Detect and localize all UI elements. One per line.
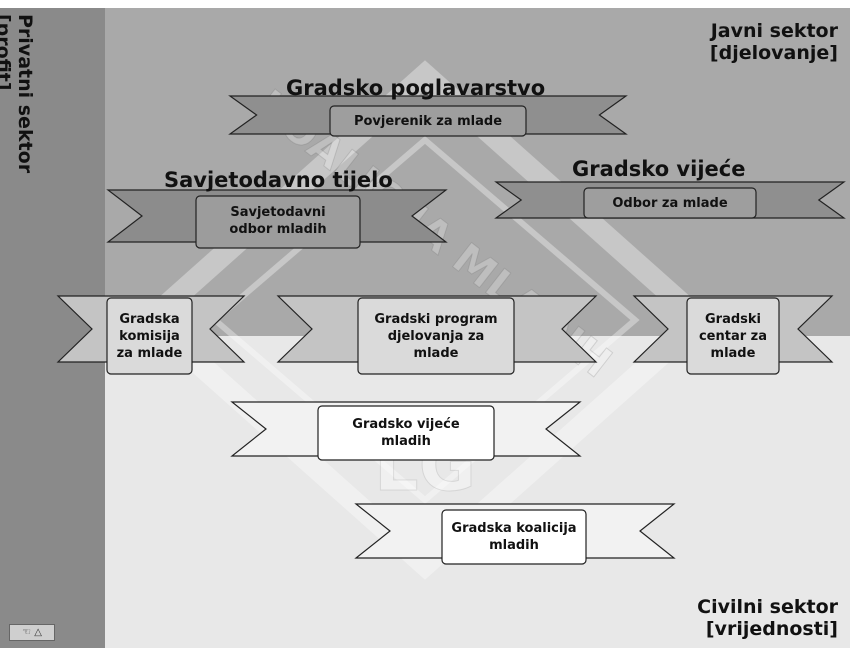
city-youth-center-label: Gradski centar za mlade bbox=[698, 311, 768, 361]
youth-advisory-board-ribbon bbox=[106, 189, 448, 249]
triangle-up-icon[interactable]: △ bbox=[34, 627, 42, 638]
city-youth-programme-ribbon bbox=[276, 295, 598, 375]
scroll-widget[interactable]: ☜ △ bbox=[9, 624, 55, 641]
advisory-body-heading: Savjetodavno tijelo bbox=[164, 168, 393, 192]
private-sector-label: Privatni sektor [profit] bbox=[0, 14, 36, 174]
civil-sector-label: Civilni sektor [vrijednosti] bbox=[697, 596, 838, 640]
public-sector-band bbox=[105, 8, 850, 336]
youth-commissioner-label: Povjerenik za mlade bbox=[353, 113, 503, 129]
youth-advisory-board-label: Savjetodavni odbor mladih bbox=[229, 205, 327, 237]
public-sector-label: Javni sektor [djelovanje] bbox=[709, 20, 838, 64]
city-council-heading: Gradsko vijeće bbox=[572, 157, 746, 181]
civil-sector-band bbox=[105, 336, 850, 648]
city-youth-center-ribbon bbox=[632, 295, 834, 375]
city-youth-coalition-ribbon-box bbox=[441, 509, 587, 565]
city-youth-council-ribbon bbox=[230, 401, 582, 461]
city-youth-commission-label: Gradska komisija za mlade bbox=[116, 311, 183, 361]
youth-commissioner-ribbon bbox=[228, 95, 628, 137]
city-youth-council-label: Gradsko vijeće mladih bbox=[352, 417, 460, 449]
city-youth-council-ribbon-box bbox=[317, 405, 495, 461]
city-youth-coalition-ribbon bbox=[354, 503, 676, 565]
youth-committee-ribbon bbox=[494, 181, 846, 219]
youth-commissioner-ribbon-box bbox=[329, 105, 527, 137]
ribbon-layer bbox=[56, 95, 846, 565]
city-youth-center-ribbon-box bbox=[686, 297, 780, 375]
watermark-inner-diamond bbox=[210, 136, 640, 504]
city-government-heading: Gradsko poglavarstvo bbox=[286, 76, 546, 100]
city-youth-coalition-label: Gradska koalicija mladih bbox=[451, 521, 577, 553]
city-youth-programme-label: Gradski program djelovanja za mlade bbox=[374, 311, 498, 361]
city-youth-commission-ribbon bbox=[56, 295, 246, 375]
hand-icon[interactable]: ☜ bbox=[22, 627, 32, 638]
youth-committee-ribbon-box bbox=[583, 187, 757, 219]
youth-advisory-board-ribbon-box bbox=[195, 195, 361, 249]
youth-committee-label: Odbor za mlade bbox=[612, 195, 728, 211]
private-sector-strip bbox=[0, 8, 105, 648]
city-youth-programme-ribbon-box bbox=[357, 297, 515, 375]
city-youth-commission-ribbon-box bbox=[106, 297, 193, 375]
